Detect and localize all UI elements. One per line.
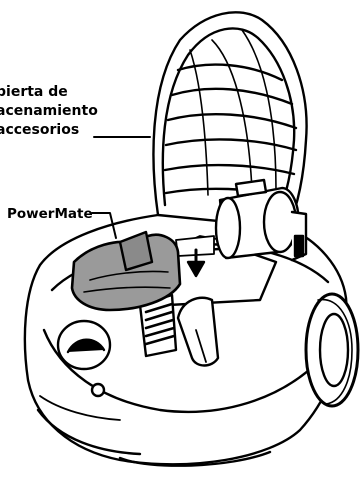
powermate-label: PowerMate — [7, 206, 93, 222]
powermate-leader-line — [91, 212, 117, 239]
handle-icon — [176, 296, 220, 367]
powermate-nozzle-icon — [70, 230, 182, 312]
storage-cover-icon — [152, 11, 308, 230]
storage-cover-label-line-3: accesorios — [0, 122, 80, 138]
hose-connector-icon — [214, 178, 308, 262]
storage-cover-label-line-2: acenamiento — [0, 103, 98, 119]
wheel-icon — [304, 292, 360, 408]
storage-cover-label-line-1: bierta de — [0, 84, 68, 100]
control-dial-icon — [39, 319, 121, 421]
bumper-icon — [36, 408, 142, 456]
